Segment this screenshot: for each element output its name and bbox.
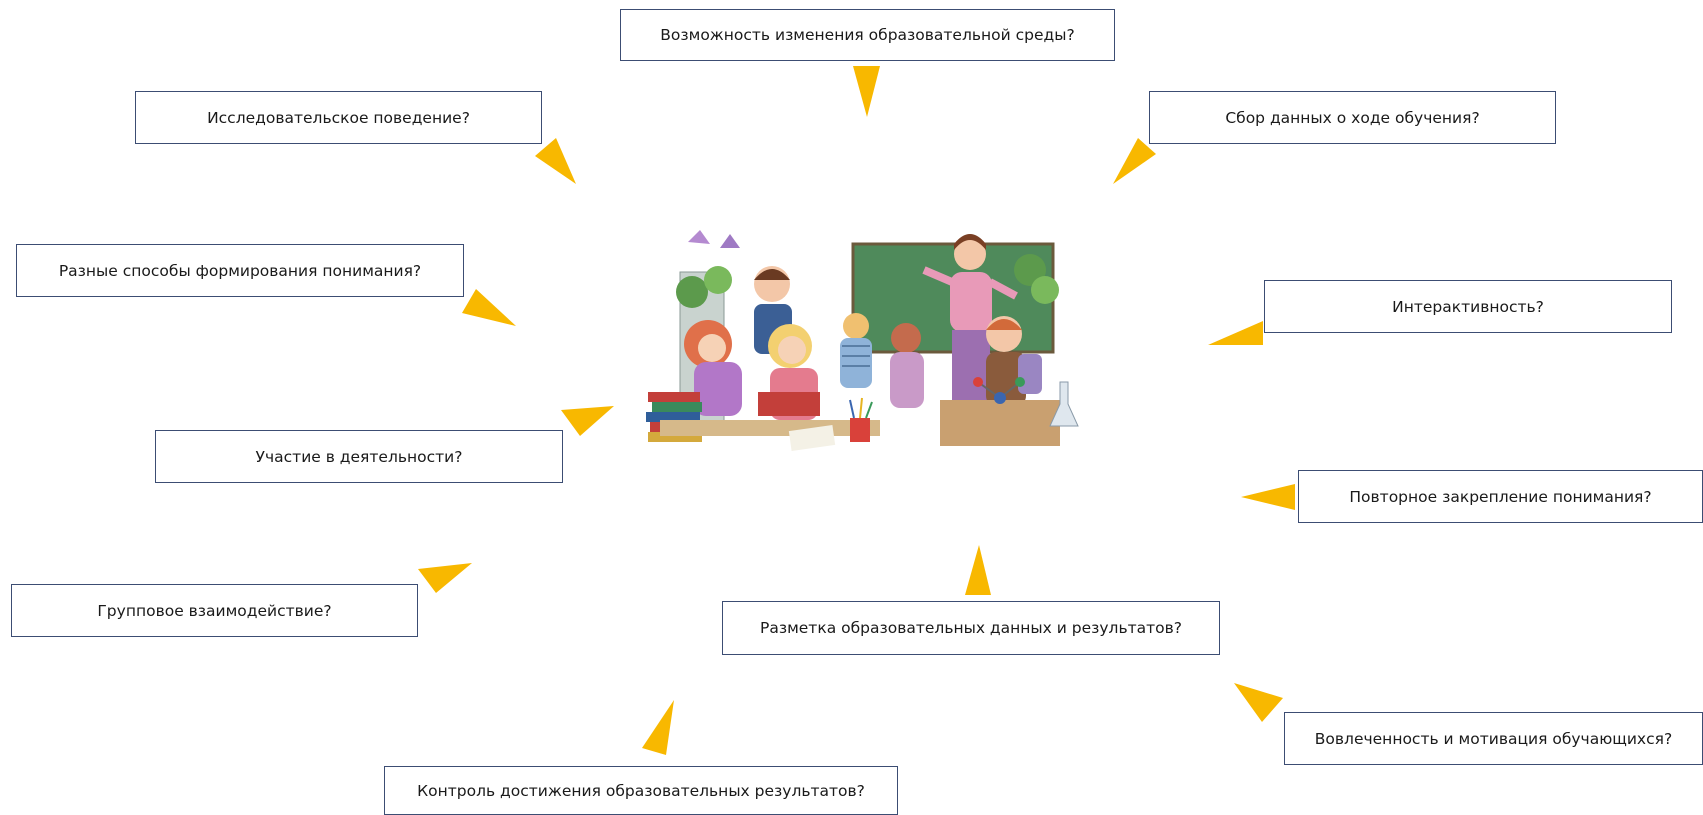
arrow-q-group bbox=[418, 563, 472, 593]
student-girl-reading bbox=[758, 324, 820, 420]
arrow-q-engagement bbox=[1234, 683, 1283, 722]
arrow-q-env bbox=[853, 66, 880, 117]
arrow-q-control bbox=[642, 700, 674, 755]
question-text: Возможность изменения образовательной ср… bbox=[660, 26, 1075, 44]
teacher-figure bbox=[922, 234, 1018, 402]
question-text: Повторное закрепление понимания? bbox=[1349, 487, 1652, 506]
arrow-q-understanding bbox=[462, 289, 516, 326]
question-text: Вовлеченность и мотивация обучающихся? bbox=[1314, 729, 1673, 748]
question-box-control: Контроль достижения образовательных резу… bbox=[384, 766, 898, 815]
book-icon bbox=[758, 392, 820, 416]
desk-left bbox=[660, 420, 880, 436]
question-text: Разметка образовательных данных и резуль… bbox=[759, 619, 1182, 637]
desk-right bbox=[940, 400, 1060, 446]
pencil-cup-icon bbox=[850, 418, 870, 442]
arrow-q-reinforce bbox=[1241, 484, 1295, 510]
question-box-group: Групповое взаимодействие? bbox=[11, 584, 418, 637]
question-text: Разные способы формирования понимания? bbox=[58, 261, 422, 280]
question-box-interactive: Интерактивность? bbox=[1264, 280, 1672, 333]
question-box-markup: Разметка образовательных данных и резуль… bbox=[722, 601, 1220, 655]
classroom-illustration bbox=[646, 230, 1079, 451]
question-box-data: Сбор данных о ходе обучения? bbox=[1149, 91, 1556, 144]
arrow-q-data bbox=[1113, 138, 1156, 184]
arrow-q-participation bbox=[561, 406, 614, 436]
question-text: Групповое взаимодействие? bbox=[97, 601, 332, 620]
question-text: Сбор данных о ходе обучения? bbox=[1225, 108, 1480, 127]
student-girl-red-hair bbox=[684, 320, 742, 416]
question-text: Исследовательское поведение? bbox=[207, 108, 470, 127]
molecule-model-icon bbox=[973, 377, 1025, 404]
question-text: Интерактивность? bbox=[1392, 297, 1544, 316]
question-box-research: Исследовательское поведение? bbox=[135, 91, 542, 144]
question-box-engagement: Вовлеченность и мотивация обучающихся? bbox=[1284, 712, 1703, 765]
arrow-q-markup bbox=[965, 545, 991, 595]
flask-icon bbox=[1049, 381, 1079, 427]
question-box-participation: Участие в деятельности? bbox=[155, 430, 563, 483]
question-text: Участие в деятельности? bbox=[255, 447, 463, 466]
question-box-env: Возможность изменения образовательной ср… bbox=[620, 9, 1115, 61]
arrow-q-interactive bbox=[1208, 321, 1263, 345]
arrow-q-research bbox=[535, 138, 576, 184]
student-girl-back bbox=[890, 323, 924, 408]
question-text: Контроль достижения образовательных резу… bbox=[417, 781, 865, 800]
question-box-understanding: Разные способы формирования понимания? bbox=[16, 244, 464, 297]
question-box-reinforce: Повторное закрепление понимания? bbox=[1298, 470, 1703, 523]
student-boy-back bbox=[840, 313, 872, 388]
